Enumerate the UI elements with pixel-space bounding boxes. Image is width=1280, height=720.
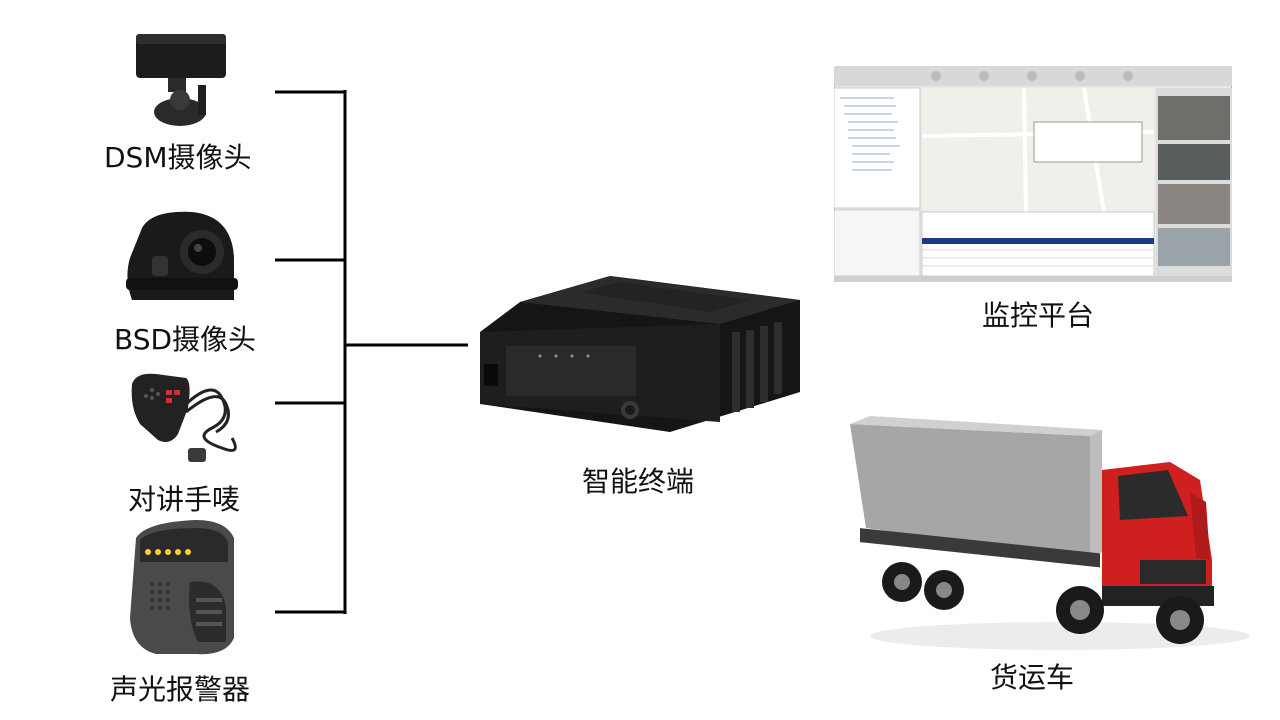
alarm-label: 声光报警器 (110, 673, 251, 706)
dsm-camera-label: DSM摄像头 (104, 141, 252, 174)
platform-image (834, 66, 1232, 282)
alarm-image (126, 518, 238, 658)
bsd-camera-label: BSD摄像头 (114, 323, 257, 356)
intercom-mic-label: 对讲手唛 (128, 483, 241, 516)
bsd-camera-image (122, 208, 242, 308)
truck-label: 货运车 (990, 661, 1075, 694)
terminal-label: 智能终端 (582, 465, 695, 498)
terminal-image (470, 272, 810, 442)
truck-image (840, 410, 1250, 660)
platform-label: 监控平台 (982, 299, 1095, 332)
intercom-mic-image (122, 368, 252, 468)
dsm-camera-image (128, 30, 238, 130)
